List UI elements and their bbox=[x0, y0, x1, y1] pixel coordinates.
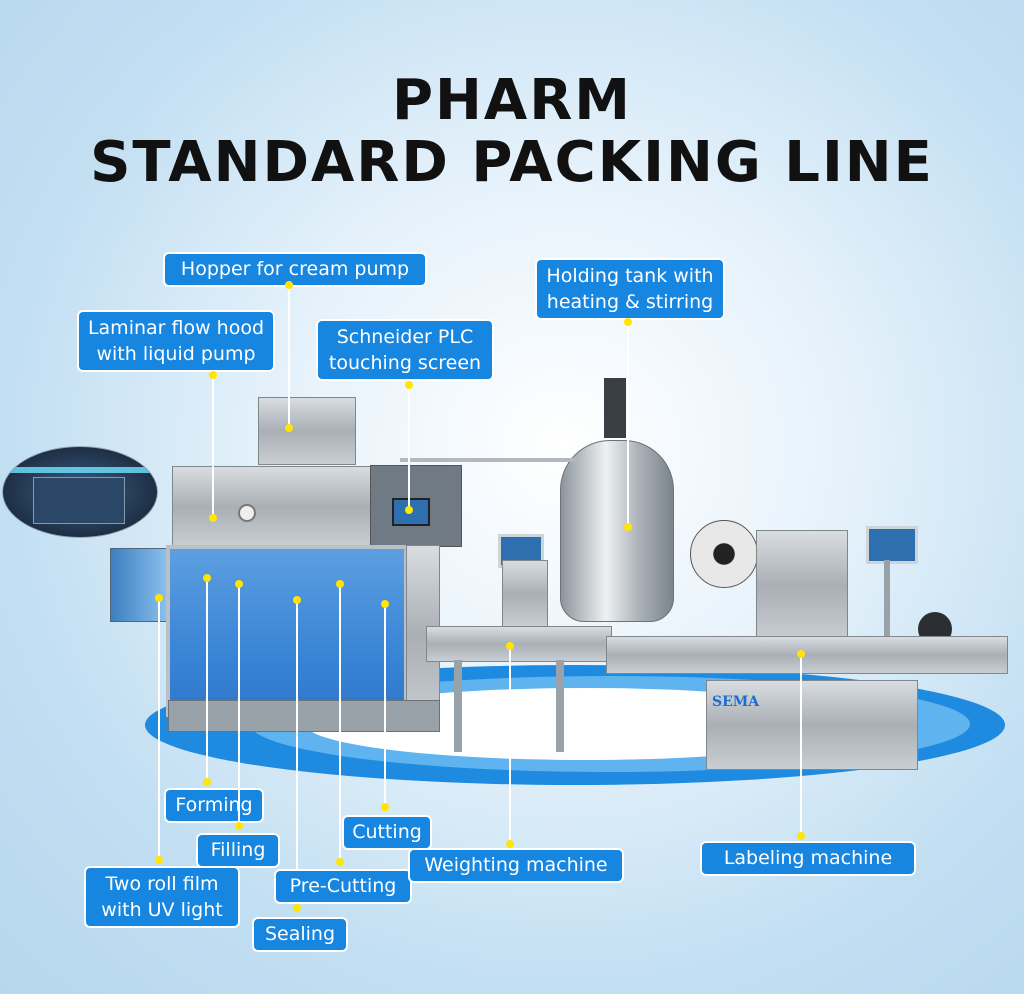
label-film-line2: with UV light bbox=[101, 899, 223, 921]
labeler-screen bbox=[866, 526, 918, 564]
callout-dot-labeling bbox=[797, 650, 805, 658]
page-title-line1: PHARM bbox=[391, 68, 633, 133]
pressure-gauge-icon bbox=[238, 504, 256, 522]
label-tank-line2: heating & stirring bbox=[546, 291, 714, 313]
weigher-column bbox=[502, 560, 548, 628]
callout-dot-cutting bbox=[381, 600, 389, 608]
machine-base bbox=[168, 700, 440, 732]
callout-dot-weighting bbox=[506, 642, 514, 650]
uv-light-inset-image bbox=[2, 446, 158, 538]
callout-dot-hopper-top bbox=[285, 281, 293, 289]
callout-dot-tank bbox=[624, 523, 632, 531]
label-filling-text: Filling bbox=[210, 839, 266, 861]
callout-dot-filling-bottom bbox=[235, 822, 243, 830]
tank-feed-pipe bbox=[400, 458, 576, 462]
callout-dot-laminar-top bbox=[209, 371, 217, 379]
label-laminar-line1: Laminar flow hood bbox=[87, 317, 265, 339]
callout-dot-cutting-bottom bbox=[381, 803, 389, 811]
callout-dot-laminar bbox=[209, 514, 217, 522]
cream-hopper-box bbox=[258, 397, 356, 465]
weigher-leg-left bbox=[454, 660, 462, 752]
label-cutting-text: Cutting bbox=[352, 821, 422, 843]
callout-dot-sealing bbox=[293, 596, 301, 604]
labeler-head bbox=[756, 530, 848, 642]
label-two-roll-film: Two roll film with UV light bbox=[84, 866, 240, 928]
callout-dot-plc bbox=[405, 506, 413, 514]
label-holding-tank: Holding tank with heating & stirring bbox=[535, 258, 725, 320]
label-hopper: Hopper for cream pump bbox=[163, 252, 427, 287]
sema-logo-text: SEMA bbox=[712, 694, 760, 710]
label-laminar-line2: with liquid pump bbox=[96, 343, 256, 365]
callout-dot-forming-bottom bbox=[203, 778, 211, 786]
callout-dot-labeling-bottom bbox=[797, 832, 805, 840]
callout-line-film bbox=[158, 598, 160, 860]
callout-dot-tank-top bbox=[624, 318, 632, 326]
callout-line-cutting bbox=[384, 604, 386, 806]
main-conveyor bbox=[606, 636, 1008, 674]
label-weighting-machine: Weighting machine bbox=[408, 848, 624, 883]
label-labeling-text: Labeling machine bbox=[723, 847, 893, 869]
label-plc-line1: Schneider PLC bbox=[336, 326, 474, 348]
callout-line-labeling bbox=[800, 654, 802, 836]
sema-logo: SEMA bbox=[712, 694, 772, 730]
callout-dot-hopper bbox=[285, 424, 293, 432]
callout-dot-sealing-bottom bbox=[293, 904, 301, 912]
label-roll bbox=[690, 520, 758, 588]
callout-line-plc bbox=[408, 385, 410, 510]
callout-dot-forming bbox=[203, 574, 211, 582]
label-filling: Filling bbox=[196, 833, 280, 868]
callout-line-forming bbox=[206, 578, 208, 782]
label-precutting-text: Pre-Cutting bbox=[289, 875, 397, 897]
film-roll-unit bbox=[110, 548, 170, 622]
callout-line-laminar bbox=[212, 375, 214, 518]
label-hopper-text: Hopper for cream pump bbox=[180, 258, 410, 280]
weigher-conveyor bbox=[426, 626, 612, 662]
label-labeling-machine: Labeling machine bbox=[700, 841, 916, 876]
label-plc: Schneider PLC touching screen bbox=[316, 319, 494, 381]
laminar-flow-hood bbox=[172, 466, 390, 548]
labeler-screen-pole bbox=[884, 560, 890, 650]
label-weighting-text: Weighting machine bbox=[424, 854, 608, 876]
callout-line-filling bbox=[238, 584, 240, 826]
callout-dot-precutting bbox=[336, 580, 344, 588]
callout-dot-precutting-bottom bbox=[336, 858, 344, 866]
callout-dot-film-bottom bbox=[155, 856, 163, 864]
label-sealing: Sealing bbox=[252, 917, 348, 952]
page-title-line2: STANDARD PACKING LINE bbox=[90, 130, 934, 195]
weigher-leg-right bbox=[556, 660, 564, 752]
forming-machine-glass-cabinet bbox=[166, 545, 408, 717]
tank-vessel bbox=[560, 440, 674, 622]
callout-line-sealing bbox=[296, 600, 298, 908]
callout-line-precutting bbox=[339, 584, 341, 860]
callout-line-hopper bbox=[288, 285, 290, 427]
callout-line-weighting bbox=[509, 646, 511, 842]
callout-dot-filling bbox=[235, 580, 243, 588]
label-film-line1: Two roll film bbox=[105, 873, 219, 895]
label-forming: Forming bbox=[164, 788, 264, 823]
callout-dot-film bbox=[155, 594, 163, 602]
label-pre-cutting: Pre-Cutting bbox=[274, 869, 412, 904]
label-laminar-flow-hood: Laminar flow hood with liquid pump bbox=[77, 310, 275, 372]
label-plc-line2: touching screen bbox=[328, 352, 482, 374]
label-cutting: Cutting bbox=[342, 815, 432, 850]
label-forming-text: Forming bbox=[175, 794, 253, 816]
label-sealing-text: Sealing bbox=[264, 923, 336, 945]
label-tank-line1: Holding tank with bbox=[546, 265, 714, 287]
callout-line-tank bbox=[627, 322, 629, 527]
tank-mixer-motor bbox=[604, 378, 626, 438]
callout-dot-plc-top bbox=[405, 381, 413, 389]
labeler-cabinet bbox=[706, 680, 918, 770]
callout-dot-weighting-bottom bbox=[506, 840, 514, 848]
